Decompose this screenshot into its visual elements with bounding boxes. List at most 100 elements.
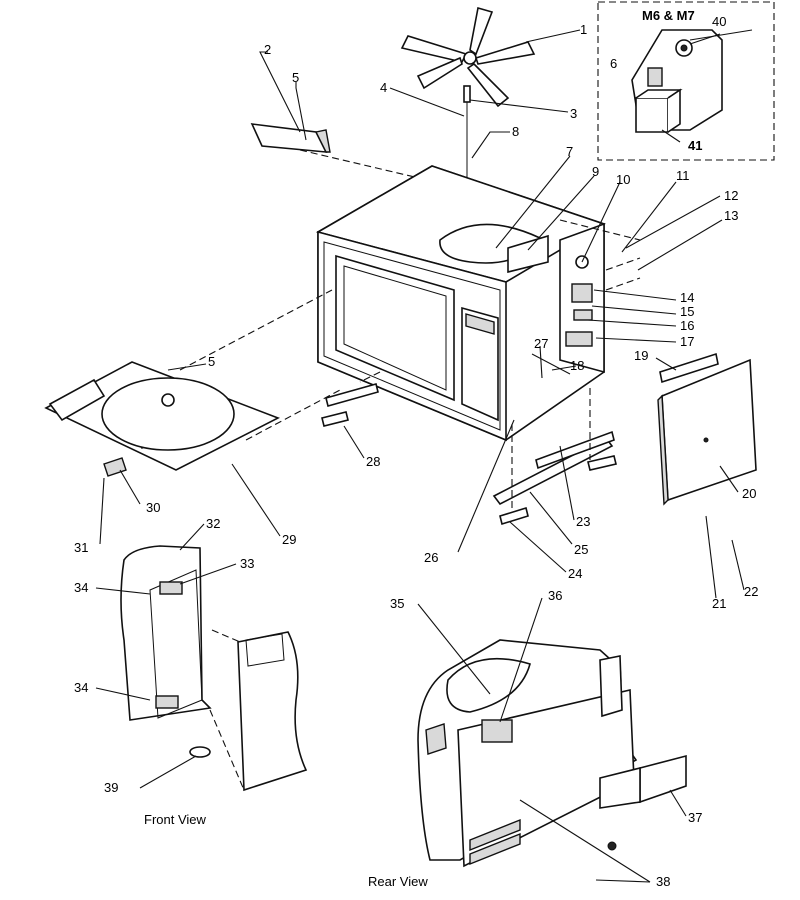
callout-27: 27: [534, 336, 548, 351]
callout-14: 14: [680, 290, 694, 305]
caption-rear-view: Rear View: [368, 874, 428, 889]
top-bracket-face: [250, 123, 328, 153]
door-choke-top: [245, 633, 285, 667]
fan-shaft-coupler: [463, 85, 471, 103]
callout-leaders: [95, 29, 745, 883]
callout-labels: 1 2 3 4 5 5 6 7 8 9 10 11 12 13 14 15 16…: [74, 14, 758, 889]
callout-12: 12: [724, 188, 738, 203]
side-panel-leader-1: [559, 219, 641, 241]
callout-6: 6: [610, 56, 617, 71]
fan-blade-5: [416, 56, 463, 90]
callout-15: 15: [680, 304, 694, 319]
callout-33: 33: [240, 556, 254, 571]
callout-19: 19: [634, 348, 648, 363]
callout-13: 13: [724, 208, 738, 223]
inset-knob-center: [680, 44, 688, 52]
rail-23: [535, 430, 615, 470]
rear-fan-guard: [599, 655, 623, 718]
callout-39: 39: [104, 780, 118, 795]
inset-switch: [647, 67, 663, 87]
door-choke: [237, 631, 308, 792]
callout-30: 30: [146, 500, 160, 515]
callout-36: 36: [548, 588, 562, 603]
callout-35: 35: [390, 596, 404, 611]
fan-blade-2: [469, 6, 494, 56]
callout-17: 17: [680, 334, 694, 349]
fan-blade-1: [400, 35, 468, 63]
callout-9: 9: [592, 164, 599, 179]
waveguide-bracket: [507, 234, 549, 274]
callout-40: 40: [712, 14, 726, 29]
turntable-hub: [161, 393, 175, 407]
side-panel: [657, 352, 757, 506]
callout-22: 22: [744, 584, 758, 599]
rear-view: [417, 639, 687, 868]
callout-37: 37: [688, 810, 702, 825]
transformer: [565, 331, 593, 347]
cabinet: [315, 165, 606, 442]
side-panel-face: [661, 358, 757, 502]
rails: [321, 383, 617, 526]
callout-4: 4: [380, 80, 387, 95]
callout-41: 41: [688, 138, 702, 153]
door-front-view: [120, 545, 308, 792]
callout-26: 26: [424, 550, 438, 565]
callout-18: 18: [570, 358, 584, 373]
turntable-plate: [101, 377, 235, 451]
turntable-tray: [44, 289, 341, 477]
hinge-top: [159, 581, 183, 595]
callout-7: 7: [566, 144, 573, 159]
callout-38: 38: [656, 874, 670, 889]
inset-motor-side: [667, 88, 681, 133]
wire-harness: [531, 353, 571, 375]
rear-bracket: [481, 719, 513, 743]
control-panel: [461, 306, 499, 422]
inset-border: [597, 1, 775, 161]
foot-28b: [321, 411, 349, 427]
callout-21: 21: [712, 596, 726, 611]
callout-29: 29: [282, 532, 296, 547]
door-window: [335, 254, 455, 402]
control-display: [465, 313, 495, 335]
foot-24: [499, 506, 529, 526]
callout-3: 3: [570, 106, 577, 121]
side-panel-leader-3: [605, 277, 641, 291]
rear-duct: [639, 754, 687, 804]
callout-5-tray: 5: [208, 354, 215, 369]
top-bracket-edge: [314, 129, 331, 153]
callout-32: 32: [206, 516, 220, 531]
side-panel-hole: [703, 437, 709, 443]
callout-31: 31: [74, 540, 88, 555]
vent-slots-2: [469, 832, 521, 866]
callout-25: 25: [574, 542, 588, 557]
caption-front-view: Front View: [144, 812, 207, 827]
door-leader-1: [211, 629, 241, 643]
callout-11: 11: [676, 168, 690, 183]
relay: [573, 309, 593, 321]
tray-leader-2: [245, 389, 341, 441]
door-panel: [120, 545, 212, 721]
side-panel-leader-2: [605, 257, 641, 271]
fan-blade-4: [466, 62, 510, 108]
callout-10: 10: [616, 172, 630, 187]
foot-24b: [587, 455, 617, 471]
inset-shaft: [689, 29, 753, 41]
fan-blade-3: [474, 41, 536, 65]
hinge-bottom: [155, 695, 179, 709]
fan-hub: [463, 51, 477, 65]
callout-16: 16: [680, 318, 694, 333]
callout-1: 1: [580, 22, 587, 37]
inset-title: M6 & M7: [642, 8, 695, 23]
rear-screw: [607, 841, 617, 851]
fan-blade: [400, 6, 536, 240]
rear-latch: [425, 723, 447, 755]
callout-2: 2: [264, 42, 271, 57]
callout-23: 23: [576, 514, 590, 529]
side-panel-edge: [657, 394, 669, 506]
door-hinge-plate: [149, 569, 203, 719]
foot-leader: [359, 371, 381, 383]
callout-8: 8: [512, 124, 519, 139]
magnetron: [571, 283, 593, 303]
